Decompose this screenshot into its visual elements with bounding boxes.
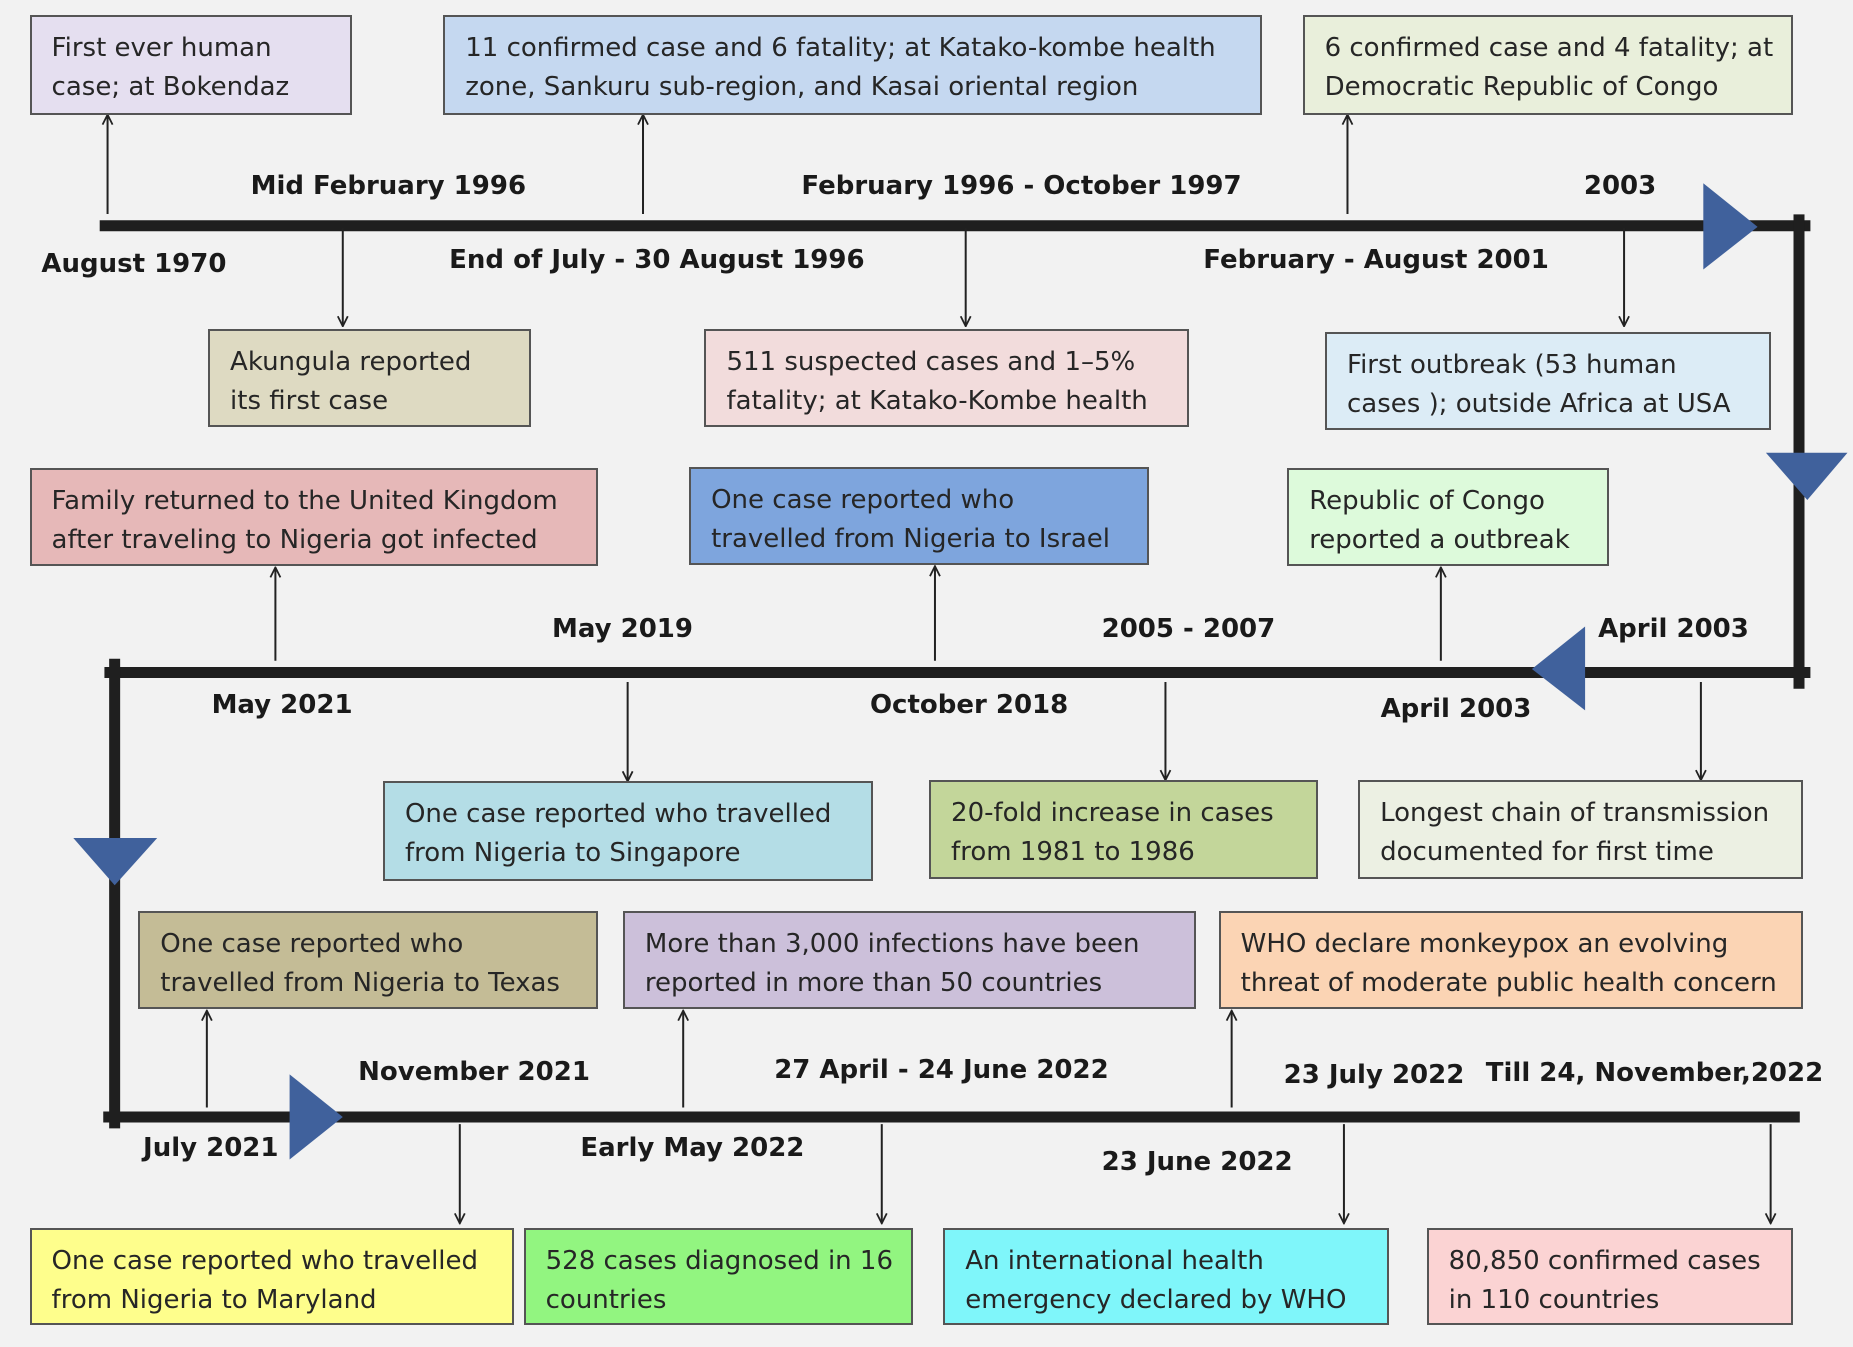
- event-line-2: in 110 countries: [1448, 1285, 1660, 1316]
- event-line-2: from Nigeria to Singapore: [404, 838, 741, 869]
- event-box: An international health emergency declare…: [943, 1228, 1389, 1326]
- event-box: Family returned to the United Kingdom aft…: [29, 468, 599, 567]
- event-line-2: cases ); outside Africa at USA: [1347, 389, 1731, 420]
- event-line-2: documented for first time: [1380, 837, 1714, 868]
- event-box: Republic of Congo reported a outbreak: [1287, 468, 1609, 567]
- event-box: First outbreak (53 human cases ); outside…: [1325, 332, 1771, 431]
- event-line-2: reported a outbreak: [1309, 525, 1570, 556]
- event-box: One case reported who travelled from Nige…: [689, 466, 1149, 565]
- event-date: 2003: [1583, 170, 1657, 201]
- event-date: April 2003: [1380, 694, 1532, 725]
- event-line-1: Longest chain of transmission: [1380, 798, 1770, 829]
- event-line-2: case; at Bokendaz: [51, 72, 290, 103]
- event-date: 23 July 2022: [1283, 1059, 1465, 1090]
- event-line-1: 6 confirmed case and 4 fatality; at: [1324, 33, 1774, 64]
- event-date: Till 24, November,2022: [1485, 1058, 1824, 1089]
- event-date: 23 June 2022: [1101, 1146, 1293, 1177]
- direction-arrowhead: [1765, 452, 1848, 500]
- event-line-1: One case reported who: [711, 484, 1015, 515]
- event-box: Longest chain of transmission documented …: [1358, 780, 1803, 880]
- event-box: 528 cases diagnosed in 16 countries: [523, 1228, 913, 1326]
- event-line-2: zone, Sankuru sub-region, and Kasai orie…: [465, 72, 1139, 103]
- event-line-2: travelled from Nigeria to Texas: [160, 968, 560, 999]
- event-line-2: countries: [545, 1285, 667, 1316]
- event-line-2: its first case: [230, 385, 389, 416]
- event-line-1: One case reported who travelled: [51, 1246, 479, 1277]
- event-box: 20-fold increase in cases from 1981 to 19…: [929, 780, 1318, 880]
- event-line-1: First ever human: [51, 33, 272, 64]
- event-box: First ever human case; at Bokendaz: [29, 15, 353, 115]
- event-line-2: from 1981 to 1986: [951, 837, 1195, 868]
- event-line-2: from Nigeria to Maryland: [51, 1285, 377, 1316]
- event-line-2: Democratic Republic of Congo: [1324, 72, 1719, 103]
- event-line-1: More than 3,000 infections have been: [644, 929, 1140, 960]
- event-box: One case reported who travelled from Nige…: [29, 1228, 515, 1326]
- event-box: WHO declare monkeypox an evolving threat …: [1218, 911, 1803, 1010]
- event-line-1: 11 confirmed case and 6 fatality; at Kat…: [465, 33, 1216, 64]
- event-date: February 1996 - October 1997: [801, 170, 1242, 201]
- event-line-2: after traveling to Nigeria got infected: [51, 525, 538, 556]
- event-date: July 2021: [143, 1132, 279, 1163]
- direction-arrowhead: [1703, 183, 1758, 270]
- event-line-1: One case reported who travelled: [404, 799, 832, 830]
- event-date: November 2021: [358, 1057, 590, 1088]
- event-date: Early May 2022: [580, 1132, 805, 1163]
- direction-arrowhead: [1531, 626, 1586, 711]
- event-date: May 2019: [551, 613, 693, 644]
- event-box: More than 3,000 infections have been repo…: [622, 911, 1197, 1010]
- event-date: 27 April - 24 June 2022: [774, 1054, 1109, 1085]
- event-date: End of July - 30 August 1996: [449, 245, 865, 276]
- event-line-1: An international health: [965, 1246, 1264, 1277]
- event-line-1: 20-fold increase in cases: [951, 798, 1274, 829]
- event-line-2: emergency declared by WHO: [965, 1285, 1347, 1316]
- direction-arrowhead: [73, 838, 158, 886]
- event-line-1: 80,850 confirmed cases: [1448, 1246, 1761, 1277]
- event-line-1: WHO declare monkeypox an evolving: [1240, 929, 1729, 960]
- event-line-2: fatality; at Katako-Kombe health: [726, 385, 1148, 416]
- event-box: One case reported who travelled from Nige…: [138, 911, 599, 1010]
- event-box: 80,850 confirmed cases in 110 countries: [1426, 1228, 1794, 1326]
- event-line-1: Republic of Congo: [1309, 486, 1545, 517]
- event-box: 11 confirmed case and 6 fatality; at Kat…: [443, 15, 1263, 115]
- event-line-1: Akungula reported: [230, 346, 472, 377]
- event-line-1: Family returned to the United Kingdom: [51, 486, 558, 517]
- event-line-1: 511 suspected cases and 1–5%: [726, 346, 1136, 377]
- direction-arrowhead: [289, 1074, 343, 1160]
- event-line-1: One case reported who: [160, 929, 464, 960]
- event-line-1: 528 cases diagnosed in 16: [545, 1246, 894, 1277]
- event-date: 2005 - 2007: [1101, 613, 1276, 644]
- event-date: April 2003: [1598, 613, 1749, 644]
- event-date: Mid February 1996: [250, 170, 527, 201]
- event-date: February - August 2001: [1203, 245, 1549, 276]
- event-line-1: First outbreak (53 human: [1347, 350, 1677, 381]
- event-box: Akungula reported its first case: [208, 328, 531, 427]
- event-box: 6 confirmed case and 4 fatality; at Democ…: [1302, 15, 1794, 115]
- event-box: 511 suspected cases and 1–5% fatality; at…: [704, 328, 1190, 427]
- event-box: One case reported who travelled from Nige…: [382, 781, 874, 881]
- event-line-2: travelled from Nigeria to Israel: [711, 523, 1110, 554]
- event-date: October 2018: [869, 689, 1069, 720]
- event-date: May 2021: [211, 689, 353, 720]
- event-line-2: threat of moderate public health concern: [1240, 968, 1777, 999]
- event-line-2: reported in more than 50 countries: [644, 968, 1103, 999]
- event-date: August 1970: [41, 248, 227, 279]
